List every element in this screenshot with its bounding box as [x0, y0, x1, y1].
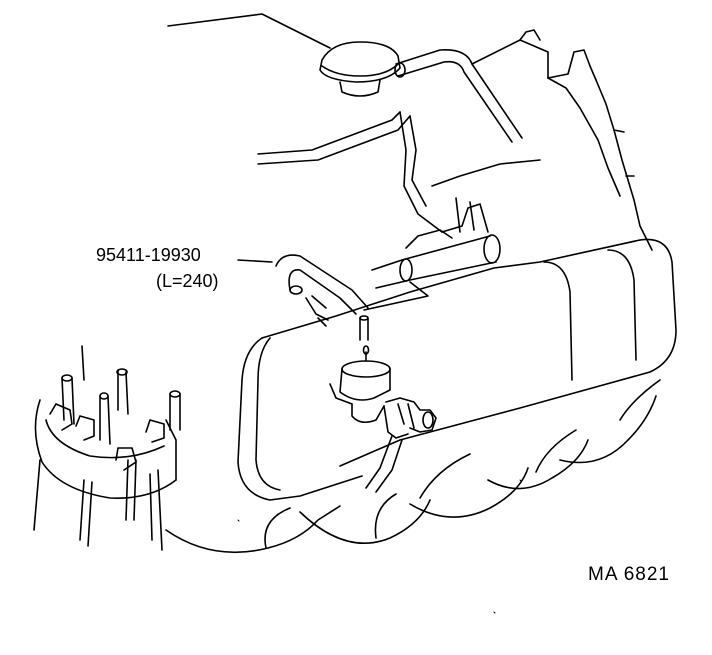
- vacuum-switching-valve: [330, 316, 436, 438]
- overflow-pipe: [395, 50, 522, 142]
- intake-runners: [166, 380, 660, 552]
- stray-marks: [238, 480, 521, 613]
- vsv-wire-harness: [366, 436, 402, 492]
- intake-plenum: [238, 239, 676, 500]
- part-length-label: (L=240): [156, 271, 219, 291]
- figure-code-label: MA 6821: [588, 564, 670, 585]
- spark-plug-wires: [34, 346, 180, 550]
- engine-block: [406, 30, 652, 250]
- distributor: [35, 400, 176, 498]
- throttle-body: [364, 235, 500, 310]
- radiator-cap: [320, 42, 400, 96]
- part-number-label: 95411-19930: [96, 245, 201, 265]
- callout-leader-line: [238, 260, 272, 262]
- radiator-outline: [168, 14, 442, 232]
- vacuum-hose-part: [276, 255, 368, 326]
